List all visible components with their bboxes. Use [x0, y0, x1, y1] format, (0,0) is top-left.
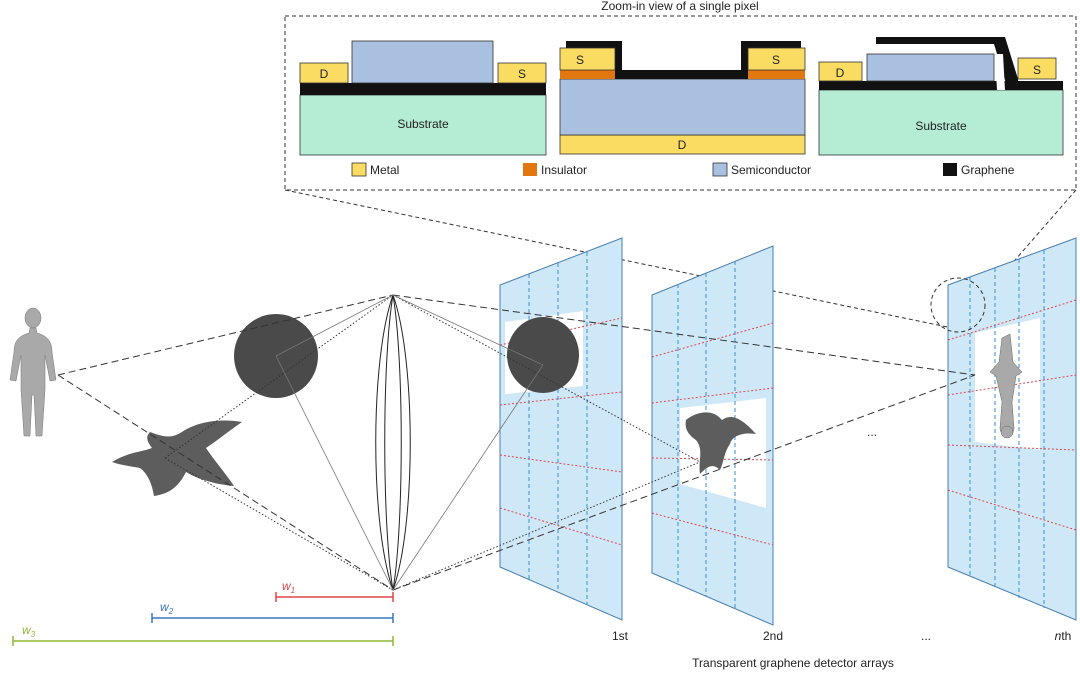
ray-ball-bottom	[275, 355, 394, 591]
zoom-pixel-circle	[930, 277, 986, 333]
device-1-graphene	[300, 83, 546, 95]
ray-ball-top	[275, 294, 394, 357]
device-3-source-label: S	[1033, 63, 1041, 77]
device-3-semiconductor	[866, 53, 995, 82]
panel-n-label: nth	[1055, 629, 1072, 643]
device-1-drain	[299, 62, 349, 84]
arrays-caption: Transparent graphene detector arrays	[692, 656, 894, 670]
detector-panel-2	[651, 245, 774, 626]
device-2-source-right-label: S	[772, 53, 780, 67]
device-1: D S Substrate	[299, 40, 547, 156]
device-3-gap	[995, 54, 1005, 90]
panel-2-label: 2nd	[763, 629, 783, 643]
device-2-source-right	[747, 47, 806, 71]
panel-between-ellipsis: ...	[867, 425, 877, 439]
ray-ball-top-image	[392, 294, 544, 366]
device-1-semiconductor	[351, 40, 494, 84]
ray-human-top	[57, 294, 394, 376]
legend-swatch-insulator	[523, 163, 537, 176]
ray-ball-bottom-image	[392, 364, 544, 591]
device-2-semiconductor	[559, 78, 806, 136]
ray-human-bottom	[57, 374, 394, 591]
panel-1-ball-image	[507, 317, 579, 393]
zoom-box-border	[284, 15, 1077, 191]
device-3-drain	[818, 61, 863, 82]
legend: Metal Insulator Semiconductor Graphene	[351, 162, 1015, 177]
panel-1-surface	[499, 237, 623, 621]
legend-label-metal: Metal	[370, 163, 399, 177]
device-2-source-left-label: S	[576, 53, 584, 67]
legend-swatch-graphene	[943, 163, 957, 176]
rays	[57, 294, 976, 591]
device-1-substrate-label: Substrate	[397, 117, 449, 131]
legend-label-semiconductor: Semiconductor	[731, 163, 811, 177]
device-3-graphene-top	[876, 37, 1018, 90]
device-2: S S D	[559, 41, 806, 155]
ray-bird-top	[164, 294, 394, 459]
ray-bird-bottom	[164, 457, 394, 591]
device-3-substrate	[818, 89, 1064, 156]
panel-n-human-image	[989, 333, 1023, 439]
device-2-source-left	[559, 47, 616, 71]
device-3-substrate-label: Substrate	[915, 119, 967, 133]
detector-panel-1	[499, 237, 623, 621]
w1-scale: w1	[275, 579, 394, 602]
ray-bird-top-image	[392, 294, 701, 463]
device-1-drain-label: D	[320, 67, 329, 81]
bird-object	[112, 420, 242, 496]
legend-swatch-metal	[351, 162, 367, 177]
w3-scale: w3	[12, 623, 394, 646]
zoom-in-panel: Zoom-in view of a single pixel D S Subst…	[284, 0, 1077, 331]
lens	[375, 294, 411, 591]
ray-bird-bottom-image	[392, 461, 701, 591]
zoom-connector-left	[284, 189, 963, 331]
legend-label-insulator: Insulator	[541, 163, 587, 177]
w1-label: w1	[282, 579, 295, 595]
w2-scale: w2	[151, 600, 394, 623]
device-2-graphene	[566, 41, 801, 79]
ray-human-top-image	[392, 294, 976, 376]
device-3-source	[1017, 57, 1057, 80]
human-head	[24, 307, 42, 329]
w2-label: w2	[160, 600, 174, 616]
device-3-drain-label: D	[836, 66, 845, 80]
zoom-title: Zoom-in view of a single pixel	[601, 0, 758, 13]
legend-label-graphene: Graphene	[961, 163, 1015, 177]
device-2-drain-label: D	[678, 138, 687, 152]
ray-human-bottom-image	[392, 374, 976, 591]
device-3: D S Substrate	[818, 37, 1064, 156]
detector-panel-n	[930, 237, 1077, 621]
human-object	[9, 307, 57, 437]
device-1-source	[497, 62, 547, 84]
panel-1-label: 1st	[612, 629, 629, 643]
device-2-insulator-left	[560, 70, 618, 79]
w3-label: w3	[22, 623, 36, 639]
panel-ellipsis-label: ...	[921, 629, 931, 643]
panel-2-bird-image	[685, 412, 756, 474]
human-body	[9, 327, 57, 437]
device-1-source-label: S	[518, 67, 526, 81]
legend-swatch-semiconductor	[712, 162, 728, 177]
device-3-graphene-bottom	[819, 81, 1063, 90]
device-2-insulator-right	[747, 70, 805, 79]
